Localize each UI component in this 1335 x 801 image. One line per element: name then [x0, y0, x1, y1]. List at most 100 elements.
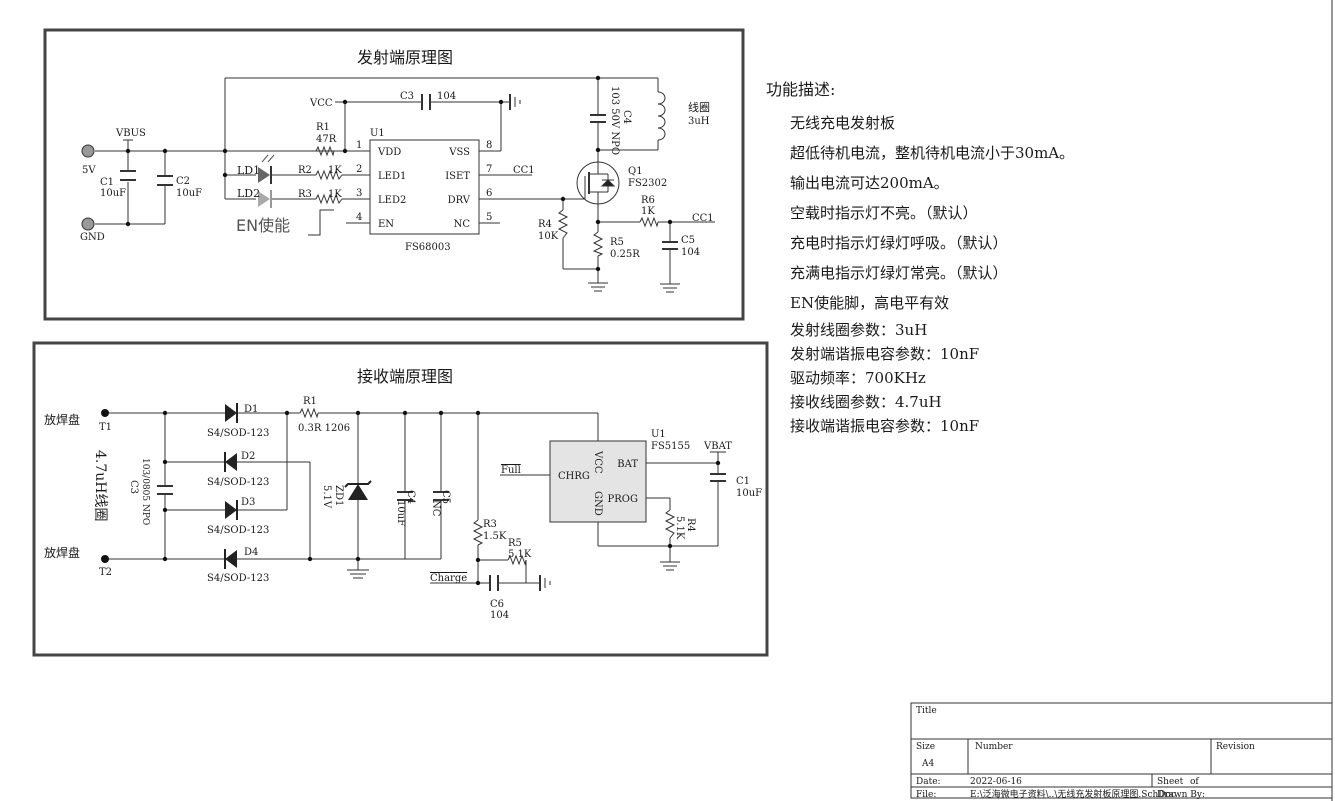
tx-frame — [43, 28, 745, 321]
tx-c5-ref: C5 — [681, 235, 695, 246]
file-label: File: — [916, 790, 936, 800]
title-block — [910, 0, 1333, 801]
rx-d3-ref: D3 — [241, 497, 255, 508]
tx-q1-ref: Q1 — [628, 166, 643, 177]
rx-c5-value: NC — [430, 500, 441, 517]
tx-c2-value: 10uF — [176, 188, 202, 199]
description-line: 超低待机电流，整机待机电流小于30mA。 — [790, 144, 1075, 162]
description-line: 接收线圈参数：4.7uH — [790, 393, 942, 411]
size-value: A4 — [921, 759, 934, 769]
tx-pin4: 4 — [356, 212, 362, 223]
tx-c3-ref: C3 — [400, 91, 414, 102]
rx-d2-ref: D2 — [241, 451, 255, 462]
tx-pin-drv: DRV — [448, 195, 471, 206]
tx-pin6: 6 — [486, 188, 492, 199]
rx-zd1-value: 5.1V — [321, 485, 332, 509]
tx-pin-nc: NC — [454, 219, 471, 230]
tx-r1-symbol — [315, 145, 335, 157]
rx-r3-ref: R3 — [483, 519, 497, 530]
tx-c3-value: 104 — [437, 91, 456, 102]
tx-cc1-net-b: CC1 — [692, 213, 714, 224]
revision-label: Revision — [1216, 742, 1255, 752]
tx-pin8: 8 — [486, 140, 492, 151]
tx-pin-en: EN — [378, 219, 394, 230]
tx-junctions — [125, 75, 673, 272]
rx-d4-ref: D4 — [244, 547, 258, 558]
tx-c4-value: 103 50V NPO — [609, 86, 620, 155]
tx-coil-symbol — [657, 91, 666, 141]
rx-charge-net: Charge — [430, 573, 467, 584]
tx-r3-value: 1K — [328, 189, 342, 200]
rx-d1-symbol — [225, 403, 238, 423]
rx-c4-value: 10uF — [395, 500, 406, 526]
tx-r1-ref: R1 — [316, 122, 330, 133]
rx-d3-symbol — [225, 500, 238, 520]
rx-t1-label: T1 — [99, 422, 112, 433]
description-line: 发射端谐振电容参数：10nF — [790, 345, 980, 363]
rx-title: 接收端原理图 — [357, 367, 453, 386]
rx-d1-package: S4/SOD-123 — [207, 428, 269, 439]
rx-resistors — [299, 407, 676, 566]
rx-r4-symbol — [664, 509, 676, 539]
tx-r6-value: 1K — [641, 206, 655, 217]
size-label: Size — [916, 742, 935, 752]
tx-led2-symbol — [258, 190, 272, 208]
tx-u1-part: FS68003 — [405, 242, 451, 253]
sheet-label: Sheet — [1157, 777, 1184, 787]
rx-r5-symbol — [507, 554, 527, 566]
tx-r6-ref: R6 — [641, 195, 655, 206]
rx-vbat-label: VBAT — [703, 441, 732, 452]
drawn-by-label: Drawn By: — [1157, 790, 1205, 800]
rx-c3-value: 103/0805 NPO — [140, 458, 150, 525]
rx-pin-gnd: GND — [592, 491, 603, 516]
rx-r1-value: 0.3R 1206 — [298, 423, 350, 434]
description-line: 接收端谐振电容参数：10nF — [790, 417, 980, 435]
tx-pin-iset: ISET — [445, 171, 470, 182]
tx-pin-led2: LED2 — [378, 195, 406, 206]
tx-resistors — [315, 145, 659, 257]
tx-q1-symbol — [576, 161, 620, 205]
tx-u1-body — [369, 139, 480, 235]
rx-u1-body — [549, 440, 647, 523]
tx-r5-symbol — [592, 231, 604, 257]
rx-r5-ref: R5 — [508, 538, 522, 549]
tx-5v-terminal — [81, 144, 95, 158]
file-value: E:\泛海微电子资料\..\无线充发射板原理图.SchDoc — [970, 788, 1176, 800]
rx-pad1-label: 放焊盘 — [44, 412, 80, 427]
tx-pin-vss: VSS — [448, 147, 470, 158]
description-line: 无线充电发射板 — [790, 114, 896, 132]
rx-full-net: Full — [501, 465, 521, 476]
rx-zd1-symbol — [344, 480, 372, 500]
description-line: EN使能脚，高电平有效 — [790, 294, 950, 312]
date-value: 2022-06-16 — [970, 777, 1022, 787]
description-line: 充满电指示灯绿灯常亮。（默认） — [790, 264, 1008, 282]
description-line: 充电时指示灯绿灯呼吸。（默认） — [790, 234, 1008, 252]
tx-ld1-label: LD1 — [237, 164, 260, 177]
rx-diodes — [224, 403, 372, 569]
tx-gnd-terminal — [81, 217, 95, 231]
tx-r2-symbol — [315, 169, 343, 181]
rx-d3-package: S4/SOD-123 — [207, 525, 269, 536]
tx-r3-ref: R3 — [298, 189, 312, 200]
tx-r6-symbol — [639, 216, 659, 228]
tx-pin1: 1 — [356, 140, 362, 151]
function-description: 功能描述: 无线充电发射板 超低待机电流，整机待机电流小于30mA。 输出电流可… — [766, 76, 1326, 438]
rx-r4-value: 5.1K — [674, 516, 685, 540]
tx-cc1-net-a: CC1 — [513, 165, 535, 176]
rx-d4-package: S4/SOD-123 — [207, 573, 269, 584]
tx-r3-symbol — [315, 193, 343, 205]
rx-c6-ref: C6 — [490, 599, 504, 610]
description-line: 驱动频率：700KHz — [790, 369, 926, 387]
tx-c2-ref: C2 — [176, 176, 190, 187]
tx-r4-value: 10K — [538, 231, 559, 242]
rx-u1-ref: U1 — [651, 429, 666, 440]
rx-pin-chrg: CHRG — [558, 471, 590, 482]
tx-coil-value: 3uH — [688, 116, 710, 127]
number-label: Number — [975, 742, 1013, 752]
tx-pin5: 5 — [486, 212, 492, 223]
rx-d1-ref: D1 — [244, 404, 258, 415]
tx-wires — [95, 77, 715, 293]
rx-c5-ref: C5 — [440, 490, 451, 504]
rx-c6-value: 104 — [490, 610, 509, 621]
of-label: of — [1190, 777, 1199, 787]
